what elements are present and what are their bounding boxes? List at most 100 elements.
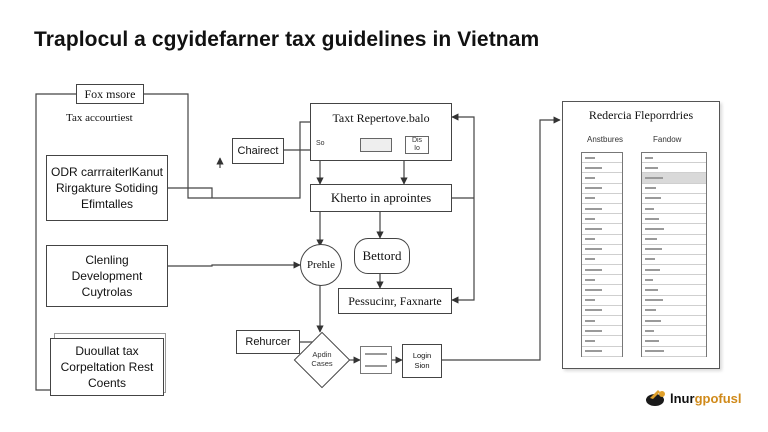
prehle-circle: Prehle [300, 244, 342, 286]
panel-row [642, 255, 706, 266]
diagram-title: Traplocul a cgyidefarner tax guidelines … [34, 28, 540, 51]
panel-row-mark [585, 309, 602, 312]
panel-row-mark [585, 258, 595, 261]
brand-logo-icon [646, 390, 665, 406]
panel-row [642, 204, 706, 215]
clenling-box: Clenling Development Cuytrolas [46, 245, 168, 307]
panel-row [642, 285, 706, 296]
panel-row [642, 214, 706, 225]
panel-row [582, 224, 622, 235]
duoullat-line-3: Coents [87, 376, 127, 391]
small-process-box [360, 346, 392, 374]
odr-line-2: Rirgakture Sotiding [55, 180, 159, 195]
clenling-line-3: Cuytrolas [81, 285, 133, 300]
report-mini-left: So [316, 140, 325, 147]
bettord-box: Bettord [354, 238, 410, 274]
panel-row [642, 184, 706, 194]
fox-more-box: Fox msore [76, 84, 144, 104]
brand-logo-text-accent: gpofusl [694, 390, 742, 406]
tax-account-label: Tax accourtiest [66, 112, 133, 124]
panel-row-mark [585, 227, 602, 230]
panel-row-mark [585, 197, 595, 200]
panel-row-mark [645, 329, 654, 332]
panel-row [642, 336, 706, 347]
panel-row-mark [645, 309, 656, 312]
duoullat-box: Duoullat tax Corpeltation Rest Coents [50, 338, 164, 396]
panel-row [642, 326, 706, 337]
panel-row-mark [585, 319, 595, 322]
panel-row-mark [645, 299, 663, 302]
panel-row-mark [645, 268, 660, 271]
pessucinr-box: Pessucinr, Faxnarte [338, 288, 452, 314]
panel-row [642, 316, 706, 327]
duoullat-line-1: Duoullat tax [75, 343, 139, 358]
reference-panel: Redercia Fleporrdries Anstbures Fandow [562, 101, 720, 369]
chairect-box: Chairect [232, 138, 284, 164]
panel-row [582, 347, 622, 357]
panel-row [582, 184, 622, 194]
panel-row-mark [585, 289, 602, 292]
panel-row [582, 163, 622, 174]
brand-logo-text-dark: lnur [670, 390, 695, 406]
clenling-line-2: Development [71, 268, 143, 283]
panel-row [582, 275, 622, 286]
panel-row [642, 296, 706, 306]
odr-line-3: Efimtalles [80, 197, 133, 212]
clenling-line-1: Clenling [85, 252, 129, 267]
panel-row [582, 316, 622, 327]
panel-row-mark [645, 217, 659, 220]
panel-row [582, 336, 622, 347]
panel-row-mark [585, 166, 602, 169]
panel-row [642, 245, 706, 255]
panel-row-mark [585, 238, 595, 241]
panel-row-mark [645, 339, 659, 342]
panel-row-mark [645, 319, 661, 322]
report-mini-center [360, 138, 392, 152]
report-box: Taxt Repertove.balo [310, 103, 452, 161]
panel-row [582, 194, 622, 204]
panel-col2-header: Fandow [653, 135, 682, 144]
report-title: Taxt Repertove.balo [332, 111, 430, 125]
panel-row-mark [585, 339, 595, 342]
odr-line-1: ODR carrraiterlKanut [50, 164, 164, 179]
panel-column-2 [641, 152, 707, 357]
panel-row-mark [585, 176, 595, 179]
panel-row [642, 173, 706, 184]
panel-row-mark [585, 248, 602, 251]
panel-row [582, 245, 622, 255]
panel-row-mark [585, 217, 595, 220]
panel-row-mark [645, 238, 657, 241]
panel-row-mark [645, 176, 663, 179]
panel-row [642, 194, 706, 204]
panel-row [582, 285, 622, 296]
panel-col1-header: Anstbures [587, 135, 624, 144]
duoullat-line-2: Corpeltation Rest [60, 359, 154, 374]
panel-row-mark [645, 227, 664, 230]
panel-row-mark [585, 268, 602, 271]
panel-row [582, 204, 622, 215]
panel-row-mark [585, 329, 602, 332]
panel-row [582, 173, 622, 184]
login-box: Login Sion [402, 344, 442, 378]
odr-box: ODR carrraiterlKanut Rirgakture Sotiding… [46, 155, 168, 221]
panel-row [642, 347, 706, 357]
panel-row [582, 214, 622, 225]
panel-row-mark [645, 156, 653, 159]
panel-row-mark [645, 258, 655, 261]
report-mini-right: Dis Io [405, 136, 429, 154]
panel-row [582, 296, 622, 306]
kherto-box: Kherto in aprointes [310, 184, 452, 212]
panel-row-mark [585, 278, 595, 281]
panel-row [582, 255, 622, 266]
panel-column-1 [581, 152, 623, 357]
panel-row-mark [645, 350, 664, 353]
panel-row [582, 306, 622, 316]
panel-row [642, 163, 706, 174]
panel-row [642, 265, 706, 276]
panel-row-mark [645, 278, 653, 281]
panel-row [642, 306, 706, 316]
panel-row [582, 235, 622, 245]
panel-row [582, 265, 622, 276]
panel-row-mark [585, 187, 602, 190]
panel-row [582, 326, 622, 337]
